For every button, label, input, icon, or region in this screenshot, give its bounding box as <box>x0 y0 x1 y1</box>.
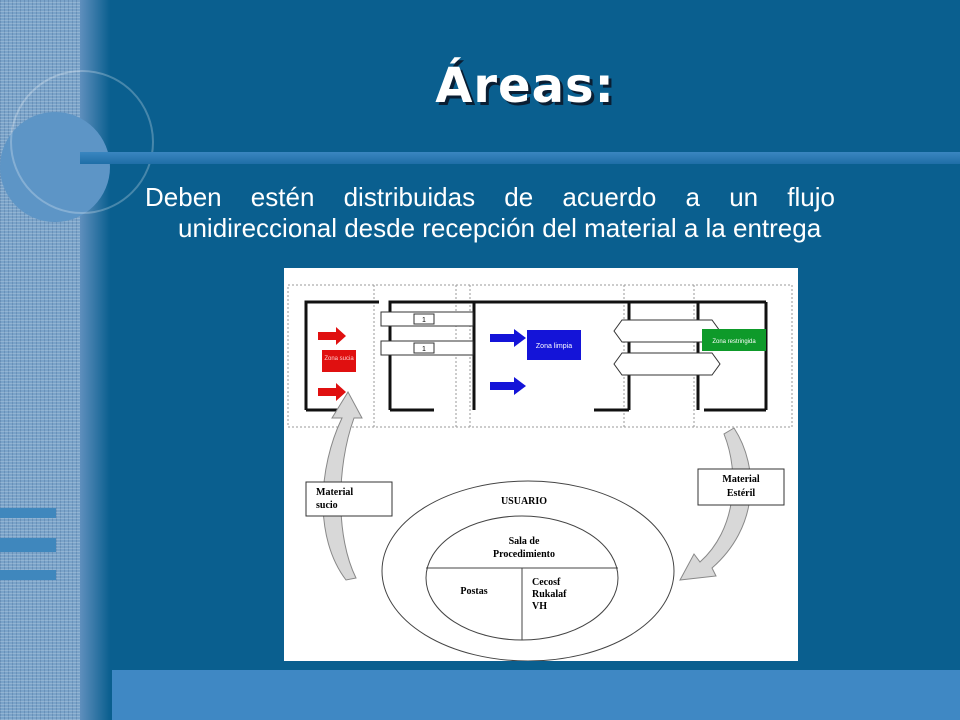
procedure-room-line2: Procedimiento <box>493 549 555 560</box>
floorplan-outline <box>287 284 793 428</box>
zone-restricted-label: Zona restringida <box>712 339 756 345</box>
deco-circle-ring <box>10 70 154 214</box>
dirty-material-box <box>305 481 393 517</box>
deco-bar-3 <box>0 570 56 580</box>
center-cecosf: Cecosf <box>532 577 561 588</box>
procedure-room-line1: Sala de <box>509 536 540 547</box>
sterile-material-line2: Estéril <box>727 488 756 499</box>
zone-clean-box <box>527 330 581 360</box>
zone-clean-label: Zona limpia <box>536 343 572 350</box>
deco-bar-1 <box>0 508 56 518</box>
left-curved-arrow <box>322 390 363 581</box>
dirty-material-line2: sucio <box>316 500 338 511</box>
dirty-material-line1: Material <box>316 487 353 498</box>
center-rukalaf: Rukalaf <box>532 589 567 600</box>
center-vh: VH <box>532 601 547 612</box>
flow-diagram: 1 1 Zona sucia Zona limpia Zona restring… <box>284 268 798 661</box>
machine-label-1: 1 <box>422 317 426 324</box>
red-arrows <box>318 327 346 401</box>
sterile-material-line1: Material <box>722 474 759 485</box>
zone-dirty-box <box>322 350 356 372</box>
title-underline-bar <box>80 152 960 164</box>
deco-bar-2 <box>0 538 56 552</box>
zone-dirty-label: Zona sucia <box>324 356 354 362</box>
zone-restricted-box <box>702 329 766 351</box>
machine-label-2: 1 <box>422 346 426 353</box>
slide-title: Áreas: <box>435 58 615 114</box>
posts-label: Postas <box>460 586 487 597</box>
blue-arrows <box>490 329 526 395</box>
bottom-band <box>112 670 960 720</box>
slide-body-text: Deben estén distribuidas de acuerdo a un… <box>145 182 835 243</box>
washer-machines <box>380 311 474 356</box>
sterile-material-box <box>697 468 785 506</box>
user-label: USUARIO <box>501 496 547 507</box>
